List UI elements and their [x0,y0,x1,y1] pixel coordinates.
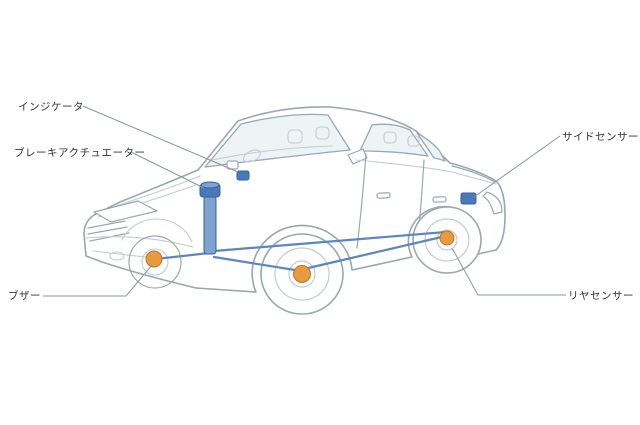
rear-wheel-sensor [439,230,455,246]
leader-indicator [82,105,239,173]
steering-wheel [243,149,261,163]
rear-door-handle [432,196,447,203]
label-buzzer: ブザー [8,290,41,302]
leader-buzzer [43,264,153,297]
far-wheel-arch [121,218,193,243]
tail-lamp [482,191,503,215]
label-rear-sensor: リヤセンサー [568,290,634,302]
front-door-handle [376,192,391,199]
far-front-wheel [128,235,182,289]
dashboard-line [211,145,333,161]
label-indicator: インジケータ [18,101,84,113]
hood-crease [115,175,201,207]
rear-quarter-window [416,132,446,162]
front-wheel-sensor [293,265,311,283]
trunk-seam [451,165,496,183]
buzzer-component [145,250,163,268]
leader-lines [43,105,566,297]
leader-brake-actuator [130,151,205,189]
headrest-front [287,129,303,144]
label-brake-actuator: ブレーキアクチュエーター [14,147,146,159]
brake-actuator-component [203,195,217,255]
headrest-rear [383,131,397,144]
brake-actuator-cap-top [200,181,220,189]
label-side-sensor: サイドセンサー [562,131,639,143]
headrest-front-2 [315,126,330,140]
indicator-component [236,170,250,181]
side-sensor-component [460,192,477,205]
far-side-mirror [226,160,239,170]
shoulder-line [355,159,497,185]
leader-rear-sensor [451,247,566,296]
far-front-wheel-rim [141,248,169,276]
car-body [83,106,506,315]
bumper-top-line [84,236,194,248]
headlight [93,200,158,223]
components [145,170,477,283]
sensor-harness [154,230,448,273]
fog-lamp [109,251,125,261]
side-mirror [347,148,368,165]
leader-side-sensor [473,135,561,198]
headrest-rear-2 [407,135,420,147]
